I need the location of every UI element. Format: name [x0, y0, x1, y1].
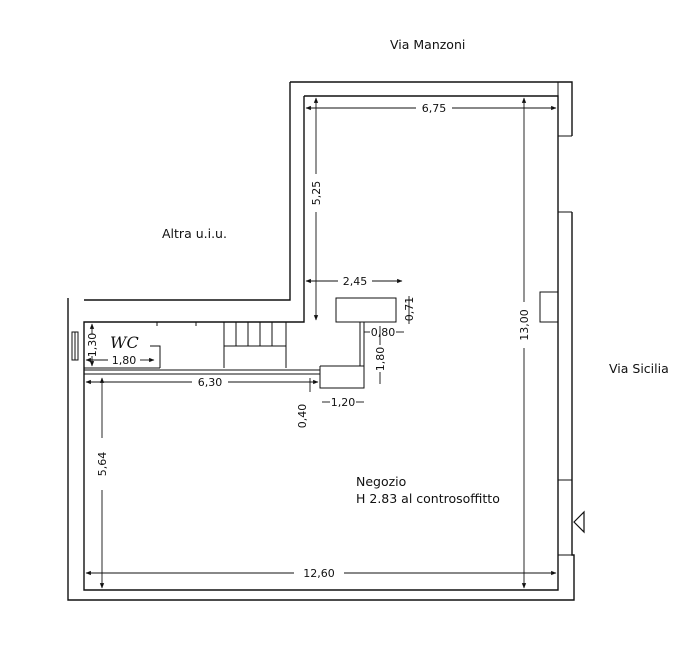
walls [67, 81, 575, 601]
street-top-label: Via Manzoni [390, 37, 465, 52]
dimension-texts: 6,75 13,00 5,25 2,45 0,71 0,80 1,80 1,30… [86, 102, 531, 580]
dim-partition: 1,80 [374, 347, 387, 372]
labels: Via Manzoni Via Sicilia Altra u.i.u. Neg… [110, 37, 669, 506]
stairs-lower [223, 346, 287, 368]
room-name-label: Negozio [356, 474, 406, 489]
partitions [83, 297, 397, 389]
dim-top-width: 6,75 [422, 102, 447, 115]
dim-corridor: 6,30 [198, 376, 223, 389]
dim-small-b: 0,80 [371, 326, 396, 339]
partition-long [84, 369, 320, 375]
dim-offset: 0,40 [296, 404, 309, 429]
facade-notches [539, 82, 572, 556]
room-height-label: H 2.83 al controsoffitto [356, 491, 500, 506]
wc-block [83, 322, 161, 369]
wc-label: WC [110, 333, 139, 352]
column-leg [359, 322, 365, 366]
dim-wc-width: 1,80 [112, 354, 137, 367]
dim-upper-depth: 5,25 [310, 181, 323, 206]
dimension-lines [85, 97, 557, 589]
street-right-label: Via Sicilia [609, 361, 669, 376]
door-stub [156, 322, 197, 326]
dim-niche: 1,20 [331, 396, 356, 409]
dim-total-depth: 13,00 [518, 309, 531, 341]
niche [319, 365, 365, 389]
outer-wall [67, 81, 575, 601]
column [335, 297, 397, 323]
inner-wall [83, 95, 559, 591]
dim-small-a: 0,71 [403, 297, 416, 322]
dim-step-width: 2,45 [343, 275, 368, 288]
dim-lower-depth: 5,64 [96, 452, 109, 477]
stairs-treads [235, 322, 273, 346]
dim-wc-height: 1,30 [86, 333, 99, 358]
wc-left-ledge [71, 331, 79, 361]
dim-total-width: 12,60 [303, 567, 335, 580]
outer-wall-left-top [84, 82, 291, 301]
neighbor-label: Altra u.i.u. [162, 226, 227, 241]
entrance-arrow-icon [573, 510, 585, 534]
stairs-box [223, 321, 287, 347]
